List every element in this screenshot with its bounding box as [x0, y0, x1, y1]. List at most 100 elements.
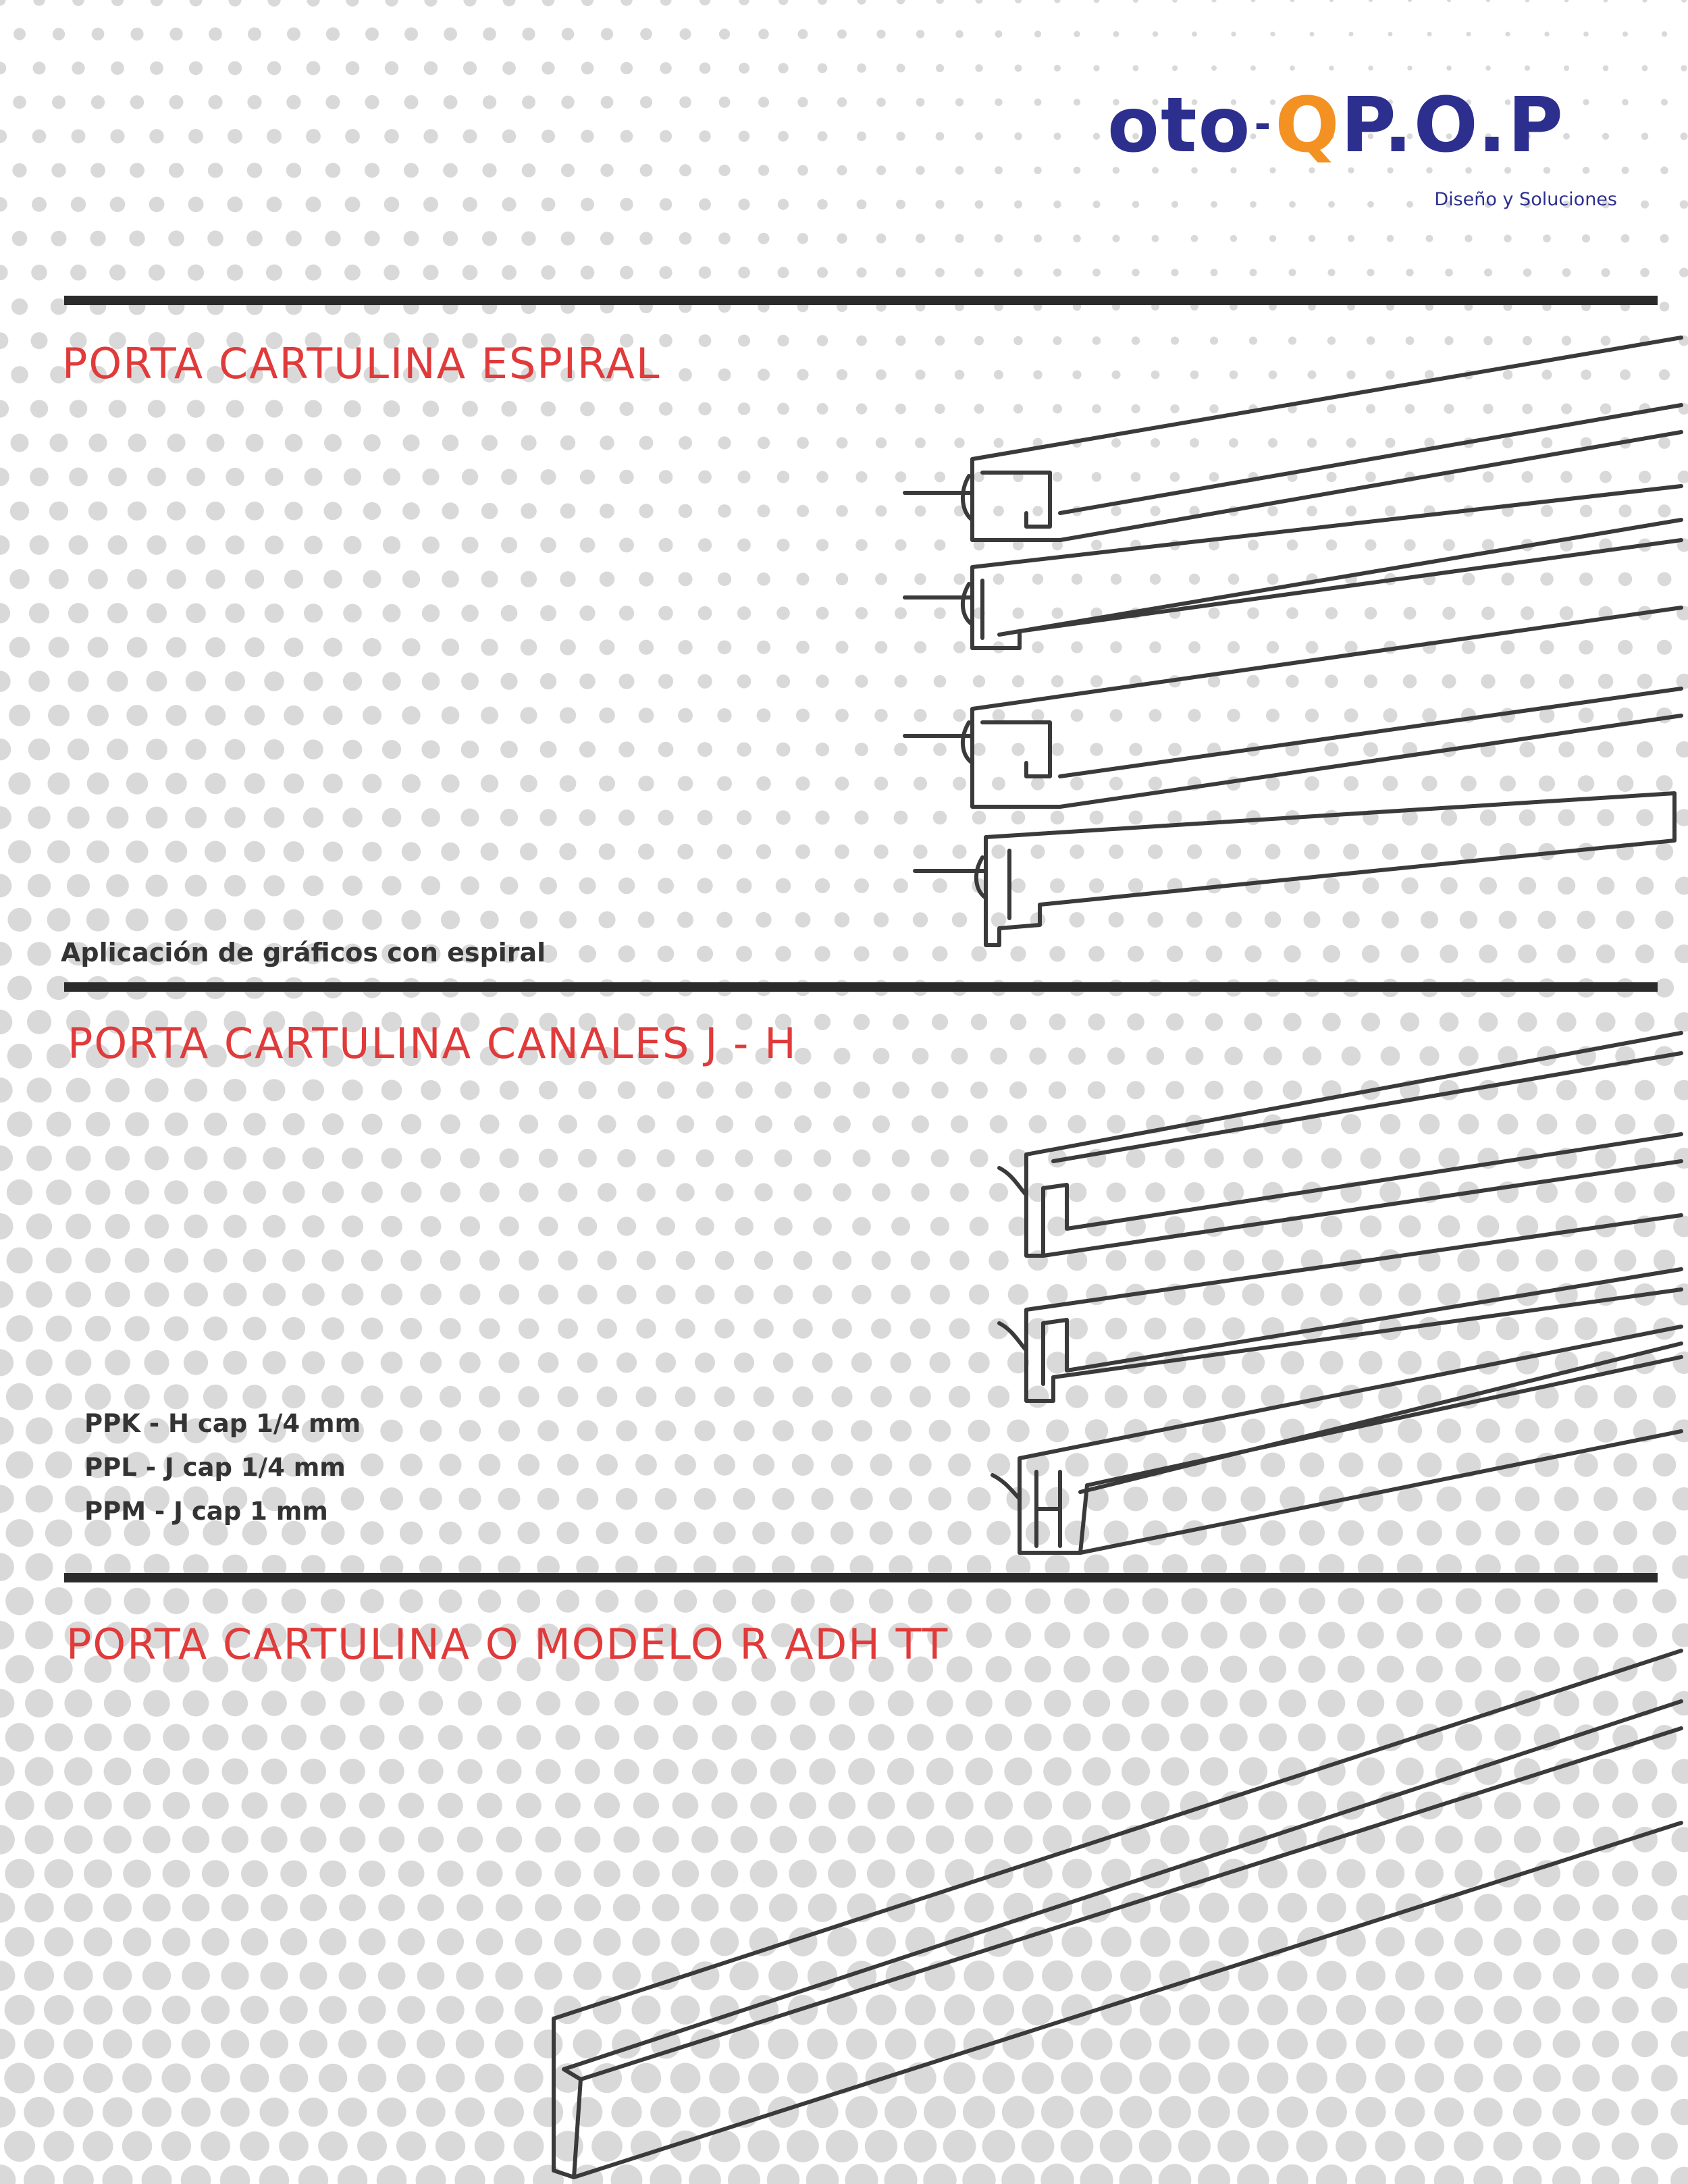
- halftone-dot: [11, 230, 28, 246]
- halftone-dot: [500, 944, 519, 963]
- halftone-dot: [1070, 709, 1084, 722]
- halftone-dot: [836, 437, 848, 449]
- halftone-dot: [934, 403, 945, 415]
- halftone-dot: [109, 264, 126, 281]
- halftone-dot: [421, 740, 440, 759]
- halftone-dot: [1636, 809, 1654, 826]
- halftone-dot: [935, 63, 945, 73]
- halftone-dot: [461, 536, 479, 554]
- halftone-dot: [598, 843, 616, 860]
- halftone-dot: [169, 27, 183, 41]
- halftone-dot: [1090, 743, 1103, 756]
- halftone-dot: [658, 537, 673, 552]
- halftone-dot: [480, 774, 499, 793]
- halftone-dot: [875, 505, 887, 517]
- halftone-dot: [1405, 336, 1415, 345]
- halftone-dot: [1227, 708, 1240, 722]
- halftone-dot: [1524, 133, 1531, 140]
- halftone-dot: [1110, 573, 1122, 585]
- adhesive-strip-profile: [552, 1649, 1683, 2179]
- halftone-dot: [500, 672, 518, 690]
- halftone-dot: [384, 264, 400, 281]
- halftone-dot: [126, 704, 148, 726]
- halftone-dot: [817, 63, 828, 74]
- halftone-dot: [502, 129, 517, 144]
- halftone-dot: [223, 942, 246, 965]
- halftone-dot: [815, 810, 830, 825]
- halftone-dot: [718, 232, 731, 245]
- halftone-dot: [403, 230, 419, 246]
- halftone-dot: [1537, 910, 1556, 929]
- halftone-dot: [579, 877, 596, 895]
- halftone-dot: [1128, 878, 1144, 894]
- halftone-dot: [1290, 65, 1295, 71]
- halftone-dot: [305, 196, 321, 213]
- halftone-dot: [248, 27, 261, 41]
- halftone-dot: [1618, 572, 1633, 587]
- halftone-dot: [32, 61, 46, 75]
- halftone-dot: [580, 401, 595, 417]
- halftone-dot: [855, 674, 868, 688]
- halftone-dot: [50, 298, 68, 315]
- halftone-dot: [639, 96, 653, 109]
- halftone-dot: [638, 843, 654, 860]
- halftone-dot: [225, 603, 245, 623]
- halftone-dot: [561, 95, 575, 109]
- halftone-dot: [263, 739, 285, 760]
- halftone-dot: [345, 61, 360, 76]
- halftone-dot: [381, 807, 402, 828]
- halftone-dot: [1558, 674, 1575, 689]
- halftone-dot: [1674, 876, 1688, 895]
- halftone-dot: [521, 435, 537, 451]
- halftone-dot: [1598, 673, 1614, 689]
- halftone-dot: [1152, 167, 1159, 174]
- halftone-dot: [482, 95, 497, 109]
- halftone-dot: [401, 909, 421, 930]
- halftone-dot: [737, 606, 751, 620]
- halftone-dot: [51, 230, 67, 246]
- halftone-dot: [778, 130, 789, 142]
- halftone-dot: [1579, 639, 1593, 655]
- halftone-dot: [817, 198, 828, 210]
- halftone-dot: [1406, 201, 1413, 208]
- halftone-dot: [895, 267, 906, 277]
- halftone-dot: [169, 95, 184, 109]
- halftone-dot: [1309, 31, 1315, 36]
- halftone-dot: [31, 264, 47, 281]
- halftone-dot: [462, 333, 478, 349]
- halftone-dot: [539, 944, 558, 963]
- halftone-dot: [1659, 301, 1670, 312]
- halftone-dot: [325, 95, 340, 109]
- halftone-dot: [1288, 269, 1296, 277]
- halftone-dot: [935, 267, 945, 277]
- halftone-dot: [423, 129, 438, 144]
- halftone-dot: [1442, 674, 1456, 689]
- halftone-dot: [560, 571, 576, 587]
- halftone-dot: [342, 807, 363, 828]
- halftone-dot: [776, 606, 790, 620]
- halftone-dot: [638, 708, 654, 724]
- halftone-dot: [0, 874, 12, 898]
- halftone-dot: [1658, 369, 1670, 381]
- halftone-dot: [1053, 201, 1061, 209]
- halftone-dot: [0, 61, 7, 75]
- halftone-dot: [1250, 0, 1256, 3]
- halftone-dot: [205, 705, 226, 726]
- halftone-dot: [482, 231, 497, 246]
- halftone-dot: [697, 809, 713, 826]
- halftone-dot: [955, 234, 964, 243]
- halftone-dot: [1131, 336, 1140, 345]
- halftone-dot: [953, 776, 966, 791]
- halftone-dot: [129, 230, 145, 246]
- halftone-dot: [1207, 674, 1221, 688]
- halftone-dot: [1307, 437, 1317, 448]
- halftone-dot: [52, 28, 65, 41]
- halftone-dot: [1328, 133, 1335, 140]
- halftone-dot: [70, 332, 87, 350]
- halftone-dot: [1346, 370, 1356, 379]
- halftone-dot: [699, 198, 711, 211]
- halftone-dot: [599, 571, 615, 587]
- halftone-dot: [325, 163, 341, 178]
- halftone-dot: [757, 572, 770, 586]
